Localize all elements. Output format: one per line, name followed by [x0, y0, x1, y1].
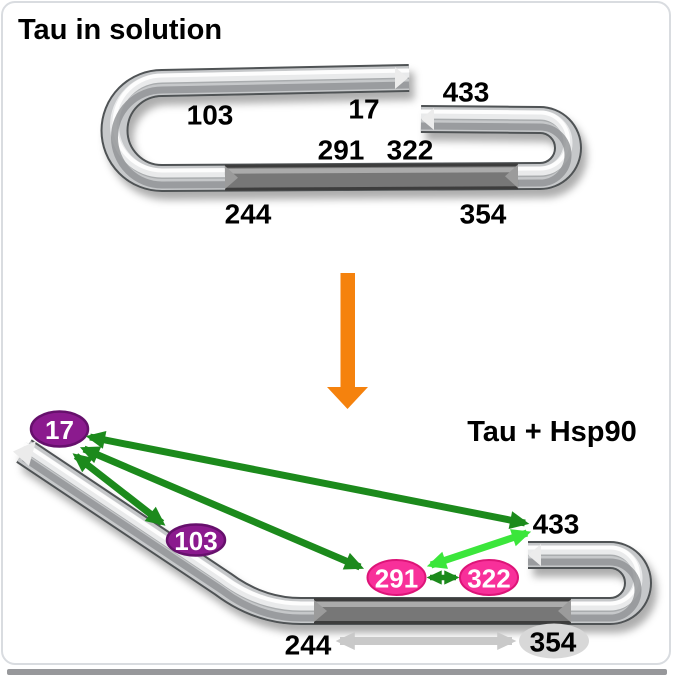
label-322-top: 322: [387, 135, 434, 166]
label-433-top: 433: [443, 77, 490, 108]
dark-segment-bevel: [505, 164, 518, 188]
badge-322-label: 322: [467, 564, 510, 594]
bottom-panel-title: Tau + Hsp90: [467, 416, 637, 448]
label-244-bottom: 244: [285, 630, 332, 661]
transition-arrow: [327, 273, 368, 409]
badge-17-label: 17: [45, 415, 74, 445]
label-103-top: 103: [187, 100, 234, 131]
top-panel-title: Tau in solution: [18, 14, 222, 46]
label-291-top: 291: [318, 135, 365, 166]
label-354-bottom: 354: [530, 627, 577, 658]
tube-end-bevel: [528, 544, 541, 566]
arrow-17-103: [72, 453, 166, 526]
arrow-291-433: [426, 529, 532, 569]
badge-354-background: [519, 623, 589, 659]
tau-solution-paperclip-tube: [115, 67, 569, 189]
tube-end-bevel: [421, 108, 434, 130]
dark-green-arrows: [72, 431, 530, 571]
badge-291: [366, 559, 427, 596]
dark-segment-bevel: [314, 600, 327, 622]
dark-segment-bevel: [225, 166, 238, 189]
label-17-top: 17: [348, 94, 379, 125]
badge-17: [29, 410, 90, 448]
label-244-top: 244: [225, 199, 272, 230]
badge-291-label: 291: [375, 564, 418, 594]
badge-103-label: 103: [174, 526, 217, 556]
tau-hsp90-open-tube: [13, 441, 638, 623]
label-354-top: 354: [460, 199, 507, 230]
page-edge-strip: [7, 669, 667, 675]
tube-end-bevel: [13, 441, 36, 466]
dark-segment-bevel: [558, 599, 571, 623]
tube-end-bevel: [395, 67, 408, 89]
label-433-bottom: 433: [533, 509, 580, 540]
